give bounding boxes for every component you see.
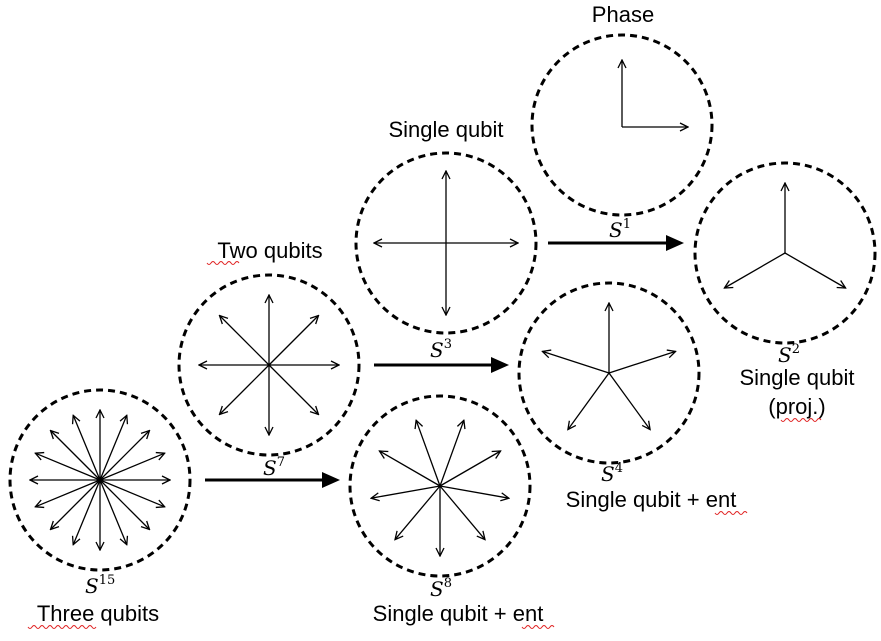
rays-s8 [371,420,509,556]
ray-s7-7 [268,316,319,366]
sublabel-s2: (proj.) [768,394,825,419]
ray-s7-5 [220,316,270,366]
squiggle-proj [780,418,822,422]
circles [8,33,877,578]
spellcheck-squiggles [27,261,822,629]
rays-s3 [374,171,518,315]
label-s7: Two qubits [217,238,322,263]
ray-s4-2 [608,372,650,430]
ray-s2-1 [784,252,846,288]
circle-s4 [517,281,701,465]
ray-s15-3 [99,479,127,545]
symbol-s8: S8 [430,576,452,601]
ray-s8-5 [439,420,464,487]
label-s15: Three qubits [37,601,159,626]
ray-s15-9 [35,453,101,481]
title-phase: Phase [592,2,654,27]
ray-s8-8 [439,485,485,540]
circle-s15 [8,388,192,572]
circle-s7 [177,273,361,457]
ray-s15-15 [99,453,165,481]
symbol-s3: S3 [430,337,452,362]
label-s3: Single qubit [389,117,504,142]
circle-s3 [354,151,538,335]
symbol-s15: S15 [85,573,115,598]
ray-s15-5 [73,479,101,545]
circle-s2 [693,161,877,345]
circle-s8 [348,394,532,578]
label-s8: Single qubit + ent [373,601,544,626]
ray-s8-7 [439,485,509,498]
label-s2: Single qubit [740,365,855,390]
squiggle-ent-s4 [714,511,748,515]
ray-s15-13 [99,415,127,481]
arrowhead-s7-s4 [491,357,509,373]
ray-s15-2 [99,479,150,530]
label-s4: Single qubit + ent [566,487,737,512]
symbols: S15 S7 S8 S3 S4 S1 S2 [85,217,800,601]
rays-s7 [199,295,339,435]
ray-s7-3 [220,364,270,415]
squiggle-three [27,625,97,629]
ray-s15-7 [35,479,101,507]
transition-arrows [205,235,684,488]
arrowhead-s15-s8 [322,472,340,488]
ray-s4-4 [542,351,610,374]
ray-s8-1 [395,485,441,540]
ray-s7-1 [268,364,319,415]
rays-s15 [30,410,170,550]
squiggle-two [206,261,240,265]
ray-s15-14 [99,431,150,481]
labels: Phase Single qubit Two qubits Three qubi… [37,2,855,626]
ray-s15-11 [73,415,101,481]
ray-s15-10 [51,431,101,481]
ray-s8-6 [439,451,501,487]
ray-s15-6 [51,479,101,530]
ray-s8-3 [379,451,441,487]
arrowhead-s3-s2 [666,235,684,251]
ray-s4-1 [608,351,676,374]
rays-s1 [622,60,688,127]
ray-s8-2 [371,485,441,498]
ray-s8-4 [416,420,441,487]
symbol-s4: S4 [601,461,623,486]
ray-s2-2 [724,252,786,288]
symbol-s1: S1 [609,217,631,242]
ray-s15-1 [99,479,165,507]
rays-s4 [542,303,675,430]
rays-s2 [724,183,845,288]
symbol-s2: S2 [778,342,800,367]
ray-s4-3 [568,372,610,430]
symbol-s7: S7 [263,455,285,480]
squiggle-ent-s8 [521,625,555,629]
circle-s1 [530,33,714,217]
